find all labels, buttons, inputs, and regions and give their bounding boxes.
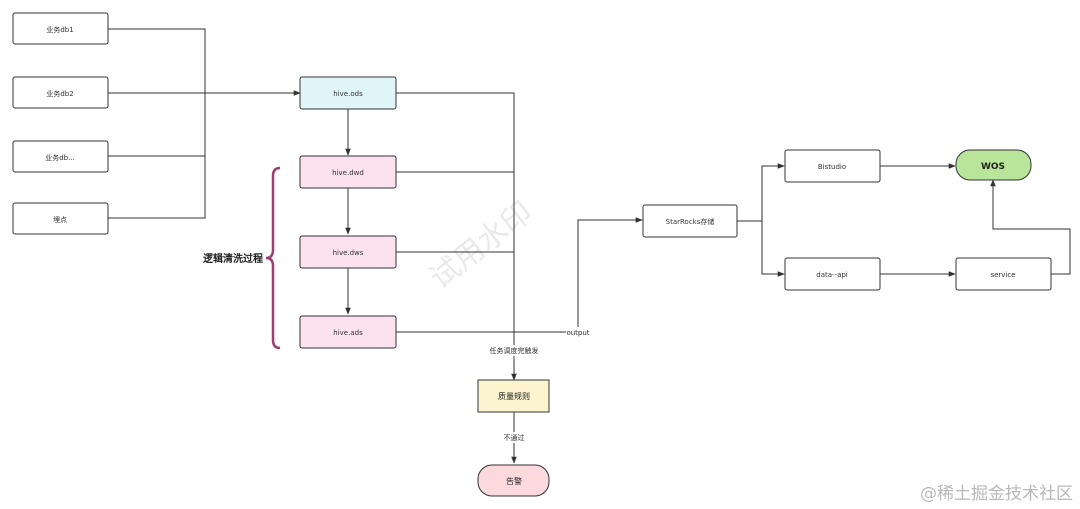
edge-ods-quality <box>396 92 517 381</box>
node-dbn[interactable]: 业务db... <box>12 140 109 173</box>
edge-label-trigger: 任务调度完触发 <box>490 346 539 355</box>
node-maidian-label: 埋点 <box>53 215 67 224</box>
node-db1-label: 业务db1 <box>46 25 73 34</box>
node-db2-label: 业务db2 <box>46 89 73 98</box>
edge-label-fail: 不通过 <box>504 433 525 442</box>
node-bistudio[interactable]: Bistudio <box>784 149 881 183</box>
edge-starrocks-dataapi <box>761 221 785 277</box>
edge-ads-starrocks <box>396 217 643 333</box>
node-data-api-label: data--api <box>816 271 848 279</box>
edge-label-output: output <box>566 329 589 337</box>
node-hive-ods-label: hive.ods <box>333 90 363 98</box>
node-wos[interactable]: WOS <box>955 149 1032 181</box>
trigger-label-bg <box>488 345 540 356</box>
node-hive-ods[interactable]: hive.ods <box>299 76 397 110</box>
node-starrocks[interactable]: StarRocks存储 <box>642 204 738 238</box>
node-quality-rule-label: 质量规则 <box>498 391 530 401</box>
watermark-trial: 试用水印 <box>423 195 539 296</box>
edge-db1-merge <box>108 28 206 219</box>
node-service-label: service <box>990 271 1015 279</box>
node-alarm-label: 告警 <box>506 476 522 486</box>
output-label-bg <box>566 327 590 337</box>
node-service[interactable]: service <box>955 257 1052 291</box>
node-maidian[interactable]: 埋点 <box>12 202 109 235</box>
watermark-juejin: @稀土掘金技术社区 <box>920 484 1073 504</box>
group-label-cleaning: 逻辑清洗过程 <box>203 252 263 265</box>
node-dbn-label: 业务db... <box>45 153 75 162</box>
node-db1[interactable]: 业务db1 <box>12 12 109 45</box>
node-wos-label: WOS <box>981 162 1005 172</box>
node-quality-rule[interactable]: 质量规则 <box>477 379 550 413</box>
group-brace <box>265 166 281 350</box>
node-db2[interactable]: 业务db2 <box>12 76 109 109</box>
node-hive-dwd-label: hive.dwd <box>332 169 364 177</box>
node-hive-dws-label: hive.dws <box>333 249 364 257</box>
node-hive-dwd[interactable]: hive.dwd <box>299 155 397 189</box>
node-alarm[interactable]: 告警 <box>477 464 550 497</box>
edge-service-wos <box>990 179 1071 275</box>
node-starrocks-label: StarRocks存储 <box>666 217 715 226</box>
node-bistudio-label: Bistudio <box>818 163 846 171</box>
node-data-api[interactable]: data--api <box>784 257 881 291</box>
node-hive-ads[interactable]: hive.ads <box>299 315 397 349</box>
node-hive-dws[interactable]: hive.dws <box>299 235 397 269</box>
edge-starrocks-bistudio <box>737 163 785 222</box>
node-hive-ads-label: hive.ads <box>333 329 363 337</box>
fail-label-bg <box>500 432 528 443</box>
